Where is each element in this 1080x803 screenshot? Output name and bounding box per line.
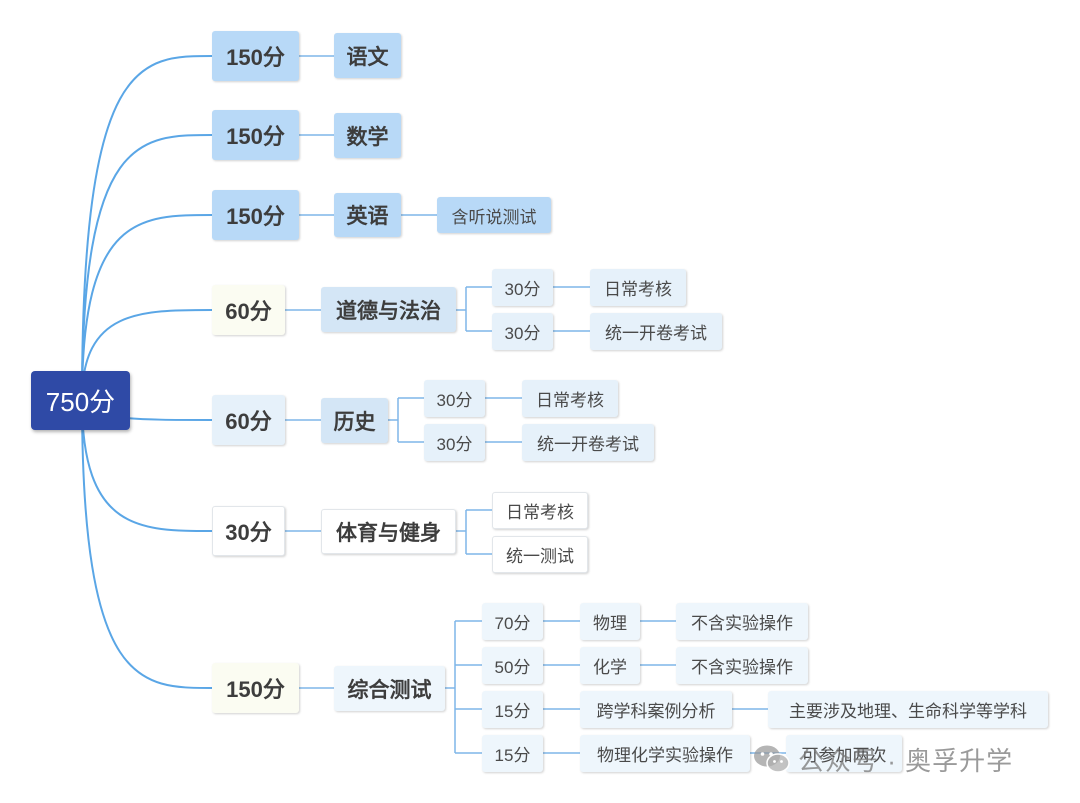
part-score-label: 15分 (494, 702, 531, 721)
part-label: 统一测试 (506, 547, 574, 566)
part-label-node[interactable]: 统一开卷考试 (522, 424, 654, 461)
part-label-node[interactable]: 统一开卷考试 (590, 313, 722, 350)
watermark-text: 公众号 · 奥孚升学 (798, 745, 1014, 776)
subject-node-history[interactable]: 历史 (321, 398, 388, 443)
score-node-integrated[interactable]: 150分 (212, 663, 299, 713)
wechat-icon (754, 745, 790, 773)
root-link (81, 214, 213, 401)
part-label-node[interactable]: 日常考核 (492, 492, 588, 529)
subject-node-ethics[interactable]: 道德与法治 (321, 287, 456, 332)
part-label-node[interactable]: 物理化学实验操作 (580, 735, 750, 772)
subject-label: 道德与法治 (336, 299, 441, 323)
part-score-label: 15分 (494, 746, 531, 765)
part-score-label: 30分 (504, 280, 541, 299)
part-score-label: 30分 (436, 435, 473, 454)
root-link (81, 399, 213, 532)
part-score-node[interactable]: 30分 (424, 424, 485, 461)
part-label-node[interactable]: 跨学科案例分析 (580, 691, 732, 728)
subject-label: 语文 (346, 45, 389, 69)
part-label: 统一开卷考试 (537, 435, 639, 454)
subject-label: 综合测试 (347, 678, 432, 702)
root-link (81, 55, 213, 401)
root-label: 750分 (45, 387, 116, 417)
note-label: 含听说测试 (451, 207, 537, 227)
score-label: 30分 (225, 520, 272, 545)
root-node-total-score[interactable]: 750分 (31, 371, 130, 430)
score-node-english[interactable]: 150分 (212, 190, 299, 240)
subject-label: 英语 (346, 205, 389, 228)
part-score-label: 30分 (436, 391, 473, 410)
part-score-node[interactable]: 15分 (482, 691, 543, 728)
subject-node-math[interactable]: 数学 (334, 113, 401, 158)
part-label: 物理化学实验操作 (597, 746, 733, 765)
root-link (81, 399, 213, 689)
score-label: 150分 (226, 204, 285, 229)
part-score-label: 70分 (494, 614, 531, 633)
part-label: 日常考核 (536, 391, 604, 410)
part-score-node[interactable]: 70分 (482, 603, 543, 640)
part-label: 日常考核 (604, 280, 672, 299)
part-note-label: 不含实验操作 (691, 614, 793, 633)
note-node-english-listening[interactable]: 含听说测试 (437, 197, 551, 233)
part-label-node[interactable]: 日常考核 (522, 380, 618, 417)
score-node-history[interactable]: 60分 (212, 395, 285, 445)
part-score-label: 50分 (494, 658, 531, 677)
part-label: 化学 (593, 658, 627, 677)
subject-node-english[interactable]: 英语 (334, 193, 401, 237)
part-label-node[interactable]: 日常考核 (590, 269, 686, 306)
part-note-label: 不含实验操作 (691, 658, 793, 677)
score-label: 60分 (225, 409, 272, 434)
part-label: 物理 (593, 614, 627, 633)
subject-node-chinese[interactable]: 语文 (334, 33, 401, 78)
part-note-node[interactable]: 不含实验操作 (676, 647, 808, 684)
score-node-pe[interactable]: 30分 (212, 506, 285, 556)
part-note-label: 主要涉及地理、生命科学等学科 (789, 702, 1027, 721)
part-note-node[interactable]: 不含实验操作 (676, 603, 808, 640)
subject-label: 历史 (333, 410, 376, 434)
part-score-node[interactable]: 15分 (482, 735, 543, 772)
watermark: 公众号 · 奥孚升学 (752, 738, 1013, 780)
part-score-label: 30分 (504, 324, 541, 343)
part-note-label: 可参加两次 (801, 746, 887, 765)
subject-label: 数学 (346, 125, 389, 149)
part-label: 跨学科案例分析 (596, 702, 716, 721)
part-score-node[interactable]: 30分 (492, 313, 553, 350)
score-node-ethics[interactable]: 60分 (212, 285, 285, 335)
part-label: 统一开卷考试 (605, 324, 707, 343)
score-label: 60分 (225, 299, 272, 324)
part-score-node[interactable]: 50分 (482, 647, 543, 684)
part-label-node[interactable]: 物理 (580, 603, 640, 640)
part-label-node[interactable]: 统一测试 (492, 536, 588, 573)
part-label: 日常考核 (506, 503, 574, 522)
subject-label: 体育与健身 (336, 521, 441, 545)
subject-node-pe[interactable]: 体育与健身 (321, 509, 456, 554)
score-node-math[interactable]: 150分 (212, 110, 299, 160)
score-label: 150分 (226, 124, 285, 149)
part-note-node[interactable]: 可参加两次 (786, 735, 902, 772)
score-label: 150分 (226, 677, 285, 702)
score-node-chinese[interactable]: 150分 (212, 31, 299, 81)
part-label-node[interactable]: 化学 (580, 647, 640, 684)
subject-node-integrated[interactable]: 综合测试 (334, 666, 445, 711)
part-note-node[interactable]: 主要涉及地理、生命科学等学科 (768, 691, 1048, 728)
score-label: 150分 (226, 45, 285, 70)
root-link (81, 134, 213, 401)
part-score-node[interactable]: 30分 (492, 269, 553, 306)
part-score-node[interactable]: 30分 (424, 380, 485, 417)
